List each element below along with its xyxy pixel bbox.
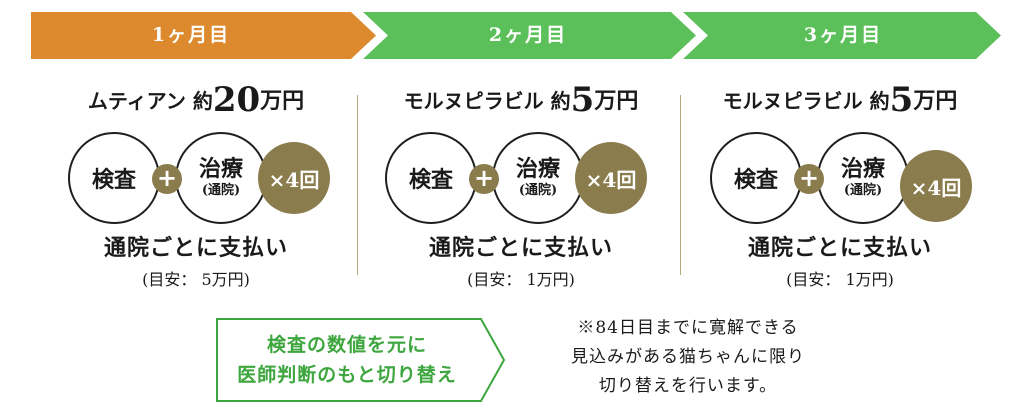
column-divider xyxy=(357,95,358,275)
chevron-month2 xyxy=(363,12,696,59)
price-unit: 万円 xyxy=(913,88,958,114)
switch-note: 検査の数値を元に 医師判断のもと切り替え xyxy=(216,318,478,402)
payment-estimate: (目安： 1万円) xyxy=(786,270,894,289)
exam-circle: 検査 xyxy=(68,132,160,224)
month2-price-title: モルヌピラビル 約5万円 xyxy=(371,78,671,122)
footnote: ※84日目までに寛解できる 見込みがある猫ちゃんに限り 切り替えを行います。 xyxy=(528,314,848,401)
footnote-line2: 見込みがある猫ちゃんに限り xyxy=(571,347,805,367)
approx-label: 約 xyxy=(869,89,890,113)
month1-label: 1ヶ月目 xyxy=(151,24,231,46)
plus-icon: + xyxy=(469,164,499,194)
drug-name: モルヌピラビル xyxy=(722,89,863,113)
treatment-circle: 治療 (通院) xyxy=(817,132,909,224)
switch-note-line1: 検査の数値を元に xyxy=(266,334,427,356)
treatment-sub-label: (通院) xyxy=(518,183,558,198)
price-unit: 万円 xyxy=(594,88,639,114)
footnote-line3: 切り替えを行います。 xyxy=(598,376,778,396)
treatment-label: 治療 xyxy=(515,156,560,182)
treatment-sub-label: (通院) xyxy=(843,183,883,198)
times-badge: ×4回 xyxy=(258,142,330,214)
approx-label: 約 xyxy=(192,89,213,113)
treatment-sub-label: (通院) xyxy=(201,183,241,198)
exam-label: 検査 xyxy=(408,167,453,193)
exam-label: 検査 xyxy=(733,167,778,193)
plus-icon: + xyxy=(152,164,182,194)
times-badge: ×4回 xyxy=(575,142,647,214)
payment-note: 通院ごとに支払い xyxy=(103,235,288,261)
price-amount: 5 xyxy=(570,80,595,120)
treatment-circle: 治療 (通院) xyxy=(492,132,584,224)
payment-estimate: (目安： 5万円) xyxy=(142,270,250,289)
chevron-month3 xyxy=(683,12,1001,59)
price-amount: 20 xyxy=(212,80,261,120)
chevron-month1 xyxy=(31,12,376,59)
approx-label: 約 xyxy=(550,89,571,113)
plus-icon: + xyxy=(794,164,824,194)
drug-name: ムティアン xyxy=(87,89,186,113)
column-divider xyxy=(680,95,681,275)
footnote-line1: ※84日目までに寛解できる xyxy=(577,318,799,338)
month3-label: 3ヶ月目 xyxy=(803,24,883,46)
price-amount: 5 xyxy=(889,80,914,120)
treatment-circle: 治療 (通院) xyxy=(175,132,267,224)
switch-note-line2: 医師判断のもと切り替え xyxy=(237,364,457,386)
exam-circle: 検査 xyxy=(385,132,477,224)
switch-note-arrow-box xyxy=(216,318,506,402)
month-chevrons xyxy=(31,12,1001,59)
month1-price-title: ムティアン 約20万円 xyxy=(46,78,346,122)
exam-circle: 検査 xyxy=(710,132,802,224)
drug-name: モルヌピラビル xyxy=(403,89,544,113)
price-unit: 万円 xyxy=(260,88,305,114)
payment-note: 通院ごとに支払い xyxy=(747,235,932,261)
treatment-label: 治療 xyxy=(840,156,885,182)
treatment-label: 治療 xyxy=(198,156,243,182)
times-badge: ×4回 xyxy=(900,150,972,222)
month2-label: 2ヶ月目 xyxy=(488,24,568,46)
month3-price-title: モルヌピラビル 約5万円 xyxy=(690,78,990,122)
exam-label: 検査 xyxy=(91,167,136,193)
payment-estimate: (目安： 1万円) xyxy=(467,270,575,289)
payment-note: 通院ごとに支払い xyxy=(428,235,613,261)
